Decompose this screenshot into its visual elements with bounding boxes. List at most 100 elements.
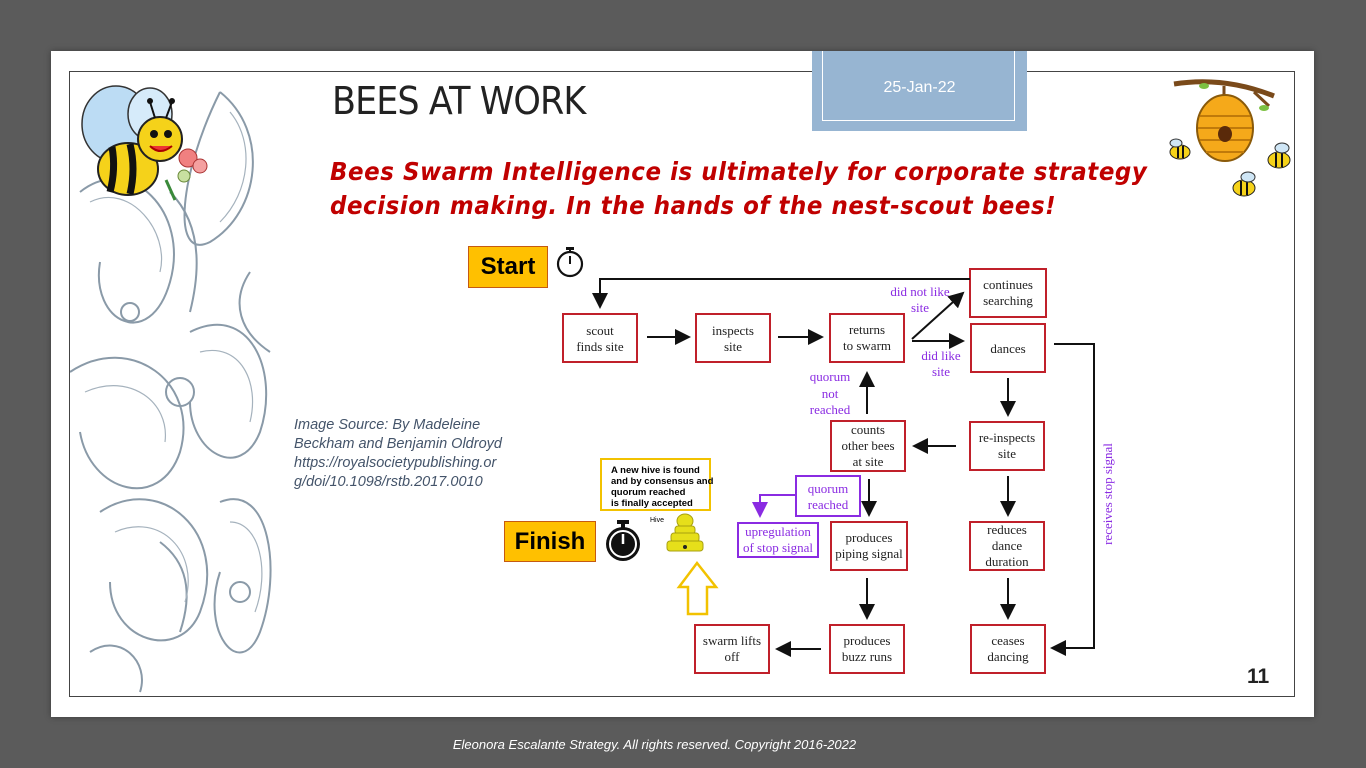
start-label: Start <box>468 246 548 288</box>
box-dances <box>970 323 1046 373</box>
box-scout-finds-site <box>562 313 638 363</box>
page-number: 11 <box>1247 665 1270 688</box>
box-re-inspects-site <box>969 421 1045 471</box>
floral-pattern-image <box>70 72 282 696</box>
slide-subtitle: Bees Swarm Intelligence is ultimately fo… <box>330 155 1160 223</box>
box-text: piping signal <box>835 546 903 561</box>
box-text: dance <box>992 538 1023 553</box>
box-inspects-site <box>695 313 771 363</box>
image-source-caption: Image Source: By Madeleine Beckham and B… <box>294 416 524 492</box>
swarm-flowchart: A new hive is found and by consensus and… <box>562 268 1115 674</box>
footer-copyright: Eleonora Escalante Strategy. All rights … <box>452 737 857 752</box>
box-ceases-dancing <box>970 624 1046 674</box>
box-text: dances <box>990 341 1025 356</box>
date-box: 25-Jan-22 <box>812 51 1027 131</box>
arrow-continues-loop <box>592 278 970 309</box>
box-text: reduces <box>987 522 1027 537</box>
subtitle-line-2: decision making. In the hands of the nes… <box>330 191 1057 220</box>
hive-note-box <box>600 458 711 511</box>
hive-icon <box>666 513 704 552</box>
source-line-3: https://royalsocietypublishing.or <box>294 455 497 471</box>
box-text: searching <box>983 293 1033 308</box>
up-arrow-icon <box>676 560 719 616</box>
box-text: finds site <box>576 339 624 354</box>
arrow-quorum-to-upregulation <box>752 494 796 518</box>
box-text: ceases <box>991 633 1024 648</box>
box-text: inspects <box>712 323 754 338</box>
box-text: other bees <box>841 438 894 453</box>
box-text: at site <box>853 454 884 469</box>
label-receives-stop-signal: receives stop signal <box>1100 443 1115 545</box>
label-quorum-not-reached: quorum <box>810 369 850 384</box>
arrow-dances-to-ceases <box>1050 343 1095 656</box>
box-text: produces <box>846 530 893 545</box>
hive-note-line-3: quorum reached <box>611 487 686 498</box>
hive-note-line-1: A new hive is found <box>611 465 700 476</box>
box-text: duration <box>985 554 1029 569</box>
box-text: to swarm <box>843 338 891 353</box>
source-line-4: g/doi/10.1098/rstb.2017.0010 <box>294 474 483 490</box>
box-text: quorum <box>808 481 848 496</box>
date-box-inner: 25-Jan-22 <box>822 51 1015 121</box>
beehive-illustration <box>1164 76 1299 211</box>
arrow-returns-to-continues <box>911 291 965 340</box>
box-text: reached <box>808 497 849 512</box>
svg-text:dances: dances <box>990 341 1025 356</box>
box-text: returns <box>849 322 885 337</box>
box-text: of stop signal <box>743 540 813 555</box>
date-text: 25-Jan-22 <box>883 79 956 96</box>
label-did-like: did like <box>921 348 961 363</box>
box-text: counts <box>851 422 885 437</box>
label-did-not-like: site <box>911 300 929 315</box>
slide-title: BEES AT WORK <box>332 79 586 123</box>
box-returns-to-swarm <box>829 313 905 363</box>
box-text: site <box>724 339 742 354</box>
slide: BEES AT WORK 25-Jan-22 Bees Swarm Intell… <box>51 51 1314 717</box>
box-text: buzz runs <box>842 649 892 664</box>
hive-label: Hive <box>650 517 664 524</box>
subtitle-line-1: Bees Swarm Intelligence is ultimately fo… <box>330 157 1148 186</box>
box-text: swarm lifts <box>703 633 761 648</box>
box-counts-other-bees <box>830 420 906 472</box>
label-quorum-not-reached: reached <box>810 402 851 417</box>
hive-note-line-4: is finally accepted <box>611 498 693 509</box>
box-text: scout <box>586 323 614 338</box>
label-quorum-not-reached: not <box>822 386 839 401</box>
label-did-not-like: did not like <box>890 284 949 299</box>
box-upregulation <box>737 522 819 558</box>
box-reduces-dance-duration <box>969 521 1045 571</box>
box-text: off <box>725 649 741 664</box>
source-line-1: Image Source: By Madeleine <box>294 417 481 433</box>
source-line-2: Beckham and Benjamin Oldroyd <box>294 436 502 452</box>
box-continues-searching <box>969 268 1047 318</box>
box-text: site <box>998 446 1016 461</box>
box-swarm-lifts-off <box>694 624 770 674</box>
box-text: re-inspects <box>979 430 1035 445</box>
box-text: upregulation <box>745 524 811 539</box>
slide-frame <box>69 71 1295 697</box>
box-produces-piping-signal <box>830 521 908 571</box>
box-produces-buzz-runs <box>829 624 905 674</box>
box-text: continues <box>983 277 1033 292</box>
finish-label: Finish <box>504 521 596 562</box>
stopwatch-filled-icon <box>603 518 643 567</box>
stopwatch-outline-icon <box>554 245 586 284</box>
box-text: dancing <box>987 649 1029 664</box>
box-text: produces <box>844 633 891 648</box>
